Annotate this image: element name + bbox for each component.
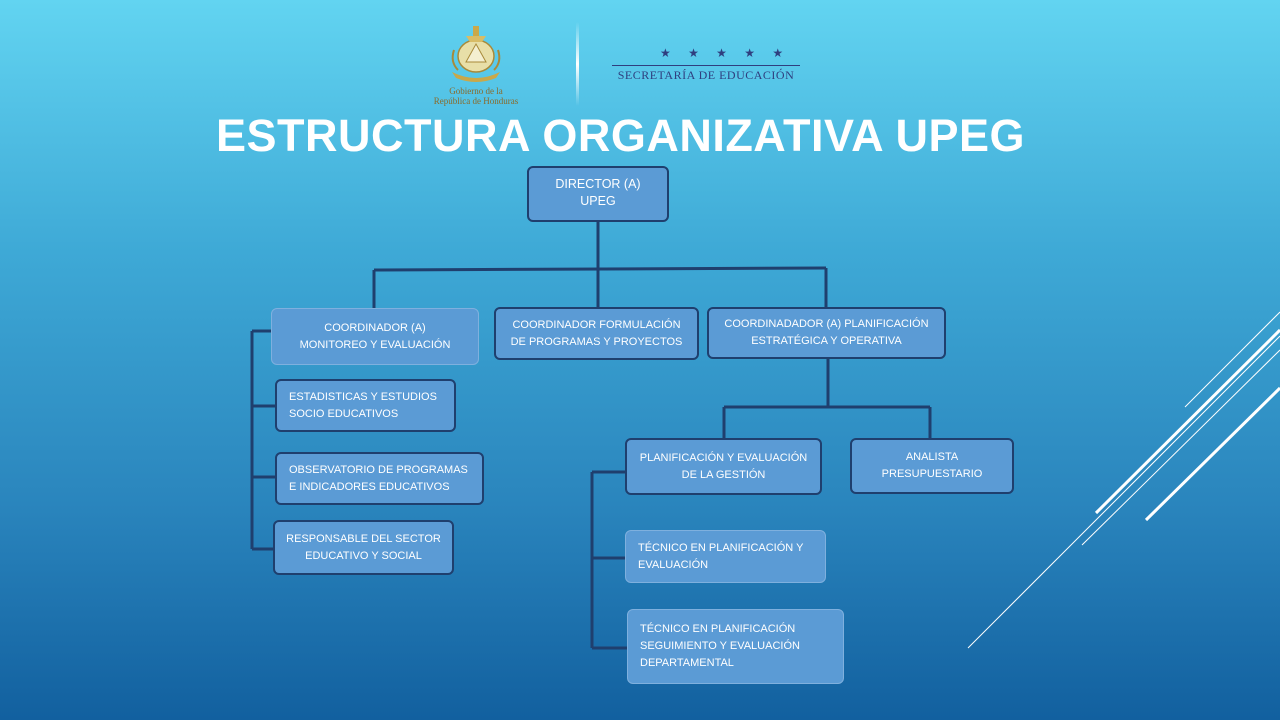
node-departmental-technician-label: TÉCNICO EN PLANIFICACIÓN SEGUIMIENTO Y E…	[640, 623, 800, 669]
node-sector-manager-label: RESPONSABLE DEL SECTOR EDUCATIVO Y SOCIA…	[286, 532, 441, 562]
node-sector-manager: RESPONSABLE DEL SECTOR EDUCATIVO Y SOCIA…	[273, 520, 454, 575]
deco-line	[1184, 311, 1280, 408]
page-title: ESTRUCTURA ORGANIZATIVA UPEG	[216, 110, 1025, 161]
node-coord-monitoring-label: COORDINADOR (A) MONITOREO Y EVALUACIÓN	[299, 321, 451, 351]
deco-line	[1094, 328, 1280, 515]
node-coord-monitoring: COORDINADOR (A) MONITOREO Y EVALUACIÓN	[271, 308, 479, 365]
node-planning-technician-label: TÉCNICO EN PLANIFICACIÓN Y EVALUACIÓN	[638, 541, 804, 571]
node-director-label: DIRECTOR (A) UPEG	[555, 177, 641, 208]
node-coord-planning: COORDINADADOR (A) PLANIFICACIÓN ESTRATÉG…	[707, 307, 946, 359]
node-observatory-label: OBSERVATORIO DE PROGRAMAS E INDICADORES …	[289, 463, 468, 493]
node-management-planning-label: PLANIFICACIÓN Y EVALUACIÓN DE LA GESTIÓN	[639, 451, 808, 481]
logo-separator	[576, 22, 579, 106]
node-coord-formulation-label: COORDINADOR FORMULACIÓN DE PROGRAMAS Y P…	[510, 318, 683, 348]
node-coord-planning-label: COORDINADADOR (A) PLANIFICACIÓN ESTRATÉG…	[724, 318, 929, 347]
node-observatory: OBSERVATORIO DE PROGRAMAS E INDICADORES …	[275, 452, 484, 505]
secretariat-rule	[612, 65, 800, 66]
secretariat-name: SECRETARÍA DE EDUCACIÓN	[617, 68, 795, 82]
node-management-planning: PLANIFICACIÓN Y EVALUACIÓN DE LA GESTIÓN	[625, 438, 822, 495]
government-name: Gobierno de la República de Honduras	[433, 86, 519, 106]
stars-icon: ★ ★ ★ ★ ★	[660, 46, 791, 60]
deco-line	[1081, 349, 1280, 546]
node-coord-formulation: COORDINADOR FORMULACIÓN DE PROGRAMAS Y P…	[494, 307, 699, 360]
node-statistics-label: ESTADISTICAS Y ESTUDIOS SOCIO EDUCATIVOS	[289, 390, 437, 420]
node-budget-analyst: ANALISTA PRESUPUESTARIO	[850, 438, 1014, 494]
node-statistics: ESTADISTICAS Y ESTUDIOS SOCIO EDUCATIVOS	[275, 379, 456, 432]
node-departmental-technician: TÉCNICO EN PLANIFICACIÓN SEGUIMIENTO Y E…	[627, 609, 844, 684]
deco-line	[967, 335, 1280, 649]
honduras-coat-of-arms-icon	[451, 26, 501, 82]
node-director: DIRECTOR (A) UPEG	[527, 166, 669, 222]
deco-line	[1144, 386, 1280, 522]
decorative-lines	[967, 311, 1280, 649]
node-budget-analyst-label: ANALISTA PRESUPUESTARIO	[881, 451, 983, 480]
node-planning-technician: TÉCNICO EN PLANIFICACIÓN Y EVALUACIÓN	[625, 530, 826, 583]
connector	[373, 266, 827, 272]
